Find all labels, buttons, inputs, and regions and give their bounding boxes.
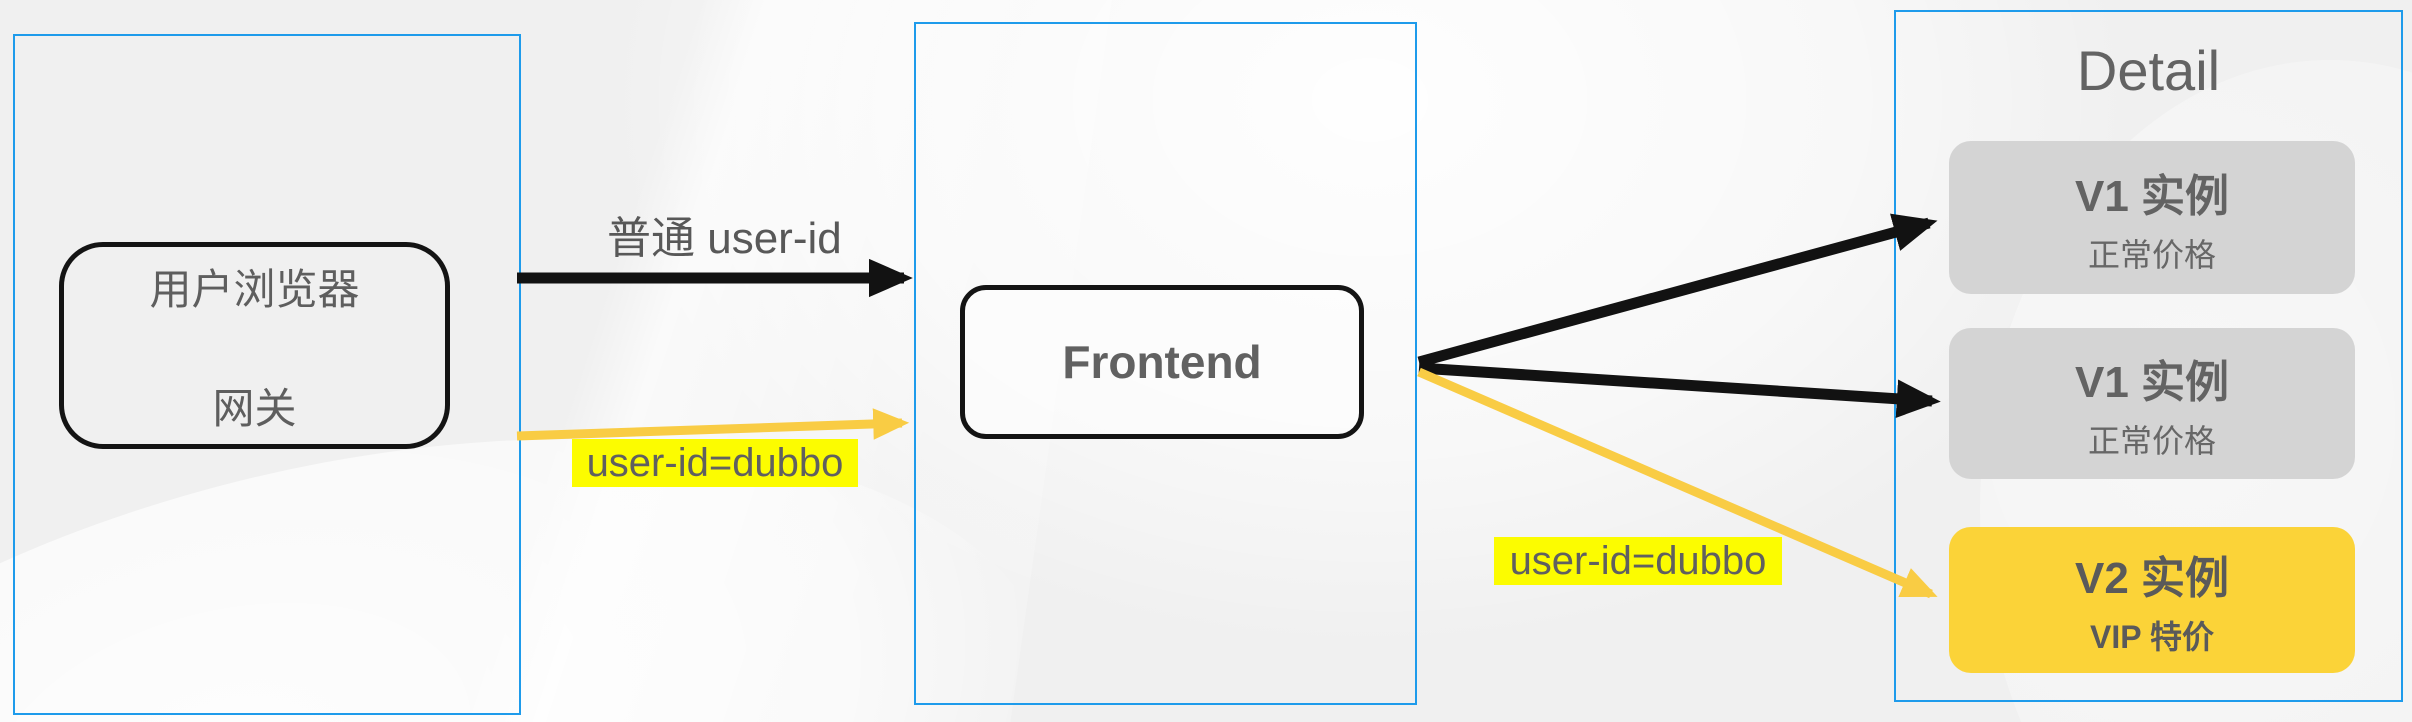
arrow-gateway-to-frontend-vip bbox=[516, 408, 910, 441]
arrow-frontend-to-v1-instance-2 bbox=[1418, 362, 1941, 418]
arrow-frontend-to-v1-instance-1 bbox=[1417, 213, 1938, 368]
arrow-frontend-to-v2-instance-vip bbox=[1417, 367, 1938, 599]
